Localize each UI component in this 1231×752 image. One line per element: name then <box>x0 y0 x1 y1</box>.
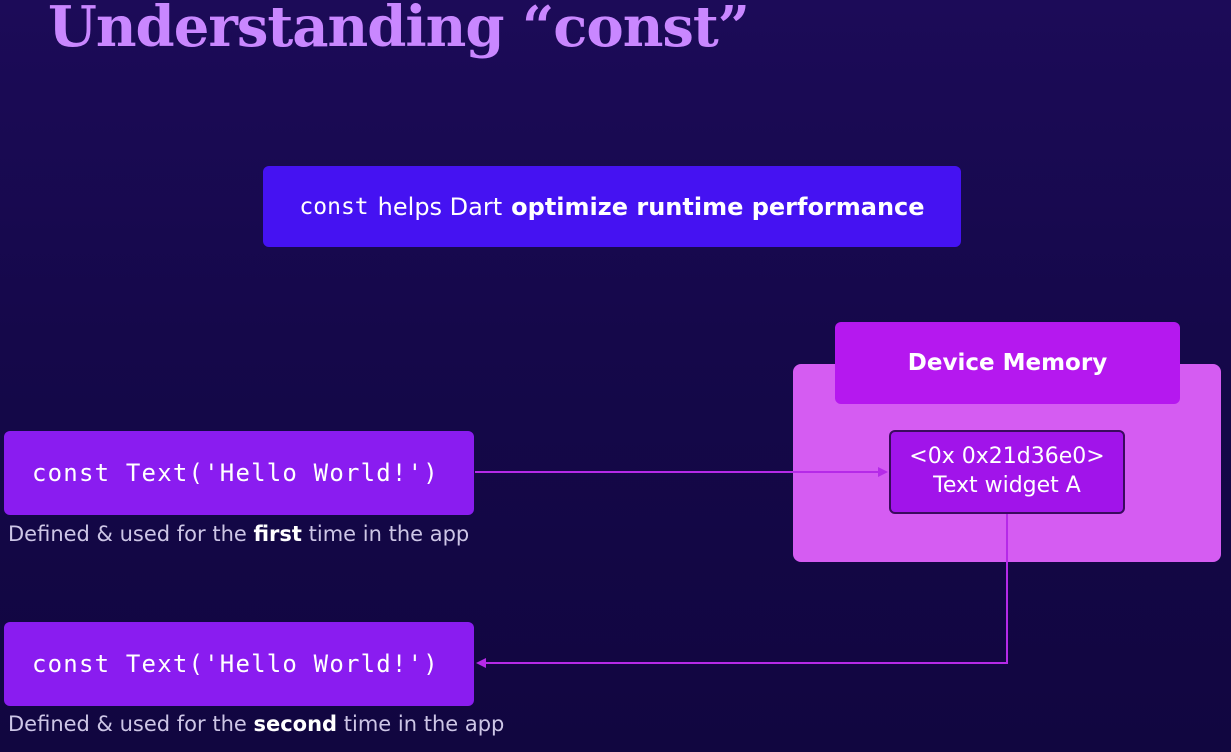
headline-code: const <box>299 193 369 220</box>
caption-emphasis: second <box>253 712 338 736</box>
headline-text: helps Dart <box>377 192 503 221</box>
headline-box: const helps Dart optimize runtime perfor… <box>263 166 961 247</box>
second-usage-caption: Defined & used for the second time in th… <box>8 712 504 736</box>
first-const-code-box: const Text('Hello World!') <box>4 431 474 515</box>
memory-widget-label: Text widget A <box>933 473 1081 498</box>
caption-text: time in the app <box>308 522 470 546</box>
caption-text: Defined & used for the <box>8 712 247 736</box>
second-const-code-box: const Text('Hello World!') <box>4 622 474 706</box>
slide-title: Understanding “const” <box>48 0 750 60</box>
caption-text: time in the app <box>343 712 505 736</box>
memory-address: <0x 0x21d36e0> <box>909 444 1105 470</box>
device-memory-label: Device Memory <box>835 322 1180 404</box>
caption-emphasis: first <box>253 522 302 546</box>
memory-widget-box: <0x 0x21d36e0> Text widget A <box>889 430 1125 514</box>
first-usage-caption: Defined & used for the first time in the… <box>8 522 469 546</box>
headline-emphasis: optimize runtime performance <box>511 192 925 221</box>
caption-text: Defined & used for the <box>8 522 247 546</box>
